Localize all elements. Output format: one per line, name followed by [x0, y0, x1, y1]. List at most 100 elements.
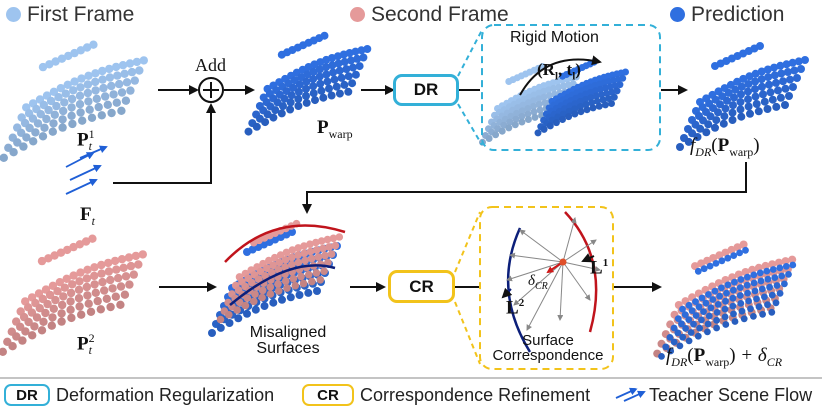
cloud-point: [258, 293, 266, 302]
cloud-point: [730, 310, 737, 318]
cloud-point: [294, 87, 303, 96]
cloud-point: [774, 86, 782, 95]
cloud-point: [53, 287, 62, 296]
cloud-point: [57, 309, 66, 318]
cloud-point: [294, 258, 303, 267]
cloud-point: [250, 297, 258, 306]
cloud-point: [57, 317, 66, 326]
cloud-point: [756, 269, 764, 277]
cloud-point: [260, 302, 269, 310]
cloud-point: [82, 274, 92, 283]
cloud-point: [283, 284, 291, 292]
cloud-point: [711, 287, 719, 295]
cloud-point: [51, 57, 60, 66]
cloud-point: [768, 291, 776, 299]
cloud-point: [313, 287, 321, 295]
cloud-point: [274, 287, 283, 295]
cloud-point: [744, 80, 753, 88]
cloud-point: [317, 86, 326, 95]
cloud-point: [700, 265, 708, 273]
cloud-point: [85, 105, 94, 114]
rigid-motion-label: Rigid Motion: [510, 29, 599, 46]
cloud-point: [718, 284, 725, 292]
cloud-point: [241, 301, 250, 310]
final-formula-label: fDR(Pwarp) + δCR: [666, 345, 783, 369]
cloud-point: [286, 105, 295, 114]
cloud-point: [57, 54, 67, 63]
cloud-point: [263, 110, 272, 119]
cloud-point: [782, 60, 791, 69]
legend-teacher-text: Teacher Scene Flow: [649, 385, 813, 405]
cloud-point: [763, 105, 772, 113]
cloud-point: [306, 240, 314, 248]
cloud-point: [45, 290, 55, 300]
l2-label: L2: [506, 297, 525, 319]
cloud-point: [716, 100, 724, 109]
cloud-point: [776, 290, 784, 297]
cloud-point: [114, 273, 123, 283]
cloud-point: [317, 237, 326, 245]
pt2-label: P2t: [77, 331, 95, 358]
cloud-point: [685, 316, 693, 323]
cloud-point: [335, 89, 344, 98]
cloud-point: [309, 89, 318, 98]
cloud-point: [756, 42, 764, 50]
cloud-point: [713, 324, 720, 332]
cloud-point: [266, 290, 275, 298]
cloud-point: [59, 106, 68, 116]
cloud-point: [135, 66, 144, 75]
cloud-point: [723, 289, 730, 297]
cloud-point: [745, 297, 752, 305]
cloud-point: [308, 277, 316, 286]
cloud-point: [66, 305, 75, 314]
cloud-point: [781, 84, 790, 93]
cloud-point: [571, 110, 579, 118]
cloud-point: [111, 62, 121, 72]
cloud-point: [319, 244, 327, 253]
cloud-point: [77, 74, 86, 83]
cloud-point: [729, 101, 737, 110]
cloud-point: [69, 271, 78, 280]
rigid-params-label: (Rl, tl): [537, 60, 581, 83]
cloud-point: [291, 281, 300, 290]
correspondence-ray: [509, 252, 564, 263]
cloud-point: [763, 267, 771, 275]
cloud-point: [687, 329, 695, 336]
cloud-point: [254, 275, 263, 283]
cloud-point: [29, 137, 38, 146]
cloud-point: [81, 237, 91, 246]
cloud-point: [98, 277, 107, 287]
cloud-point: [518, 113, 526, 120]
cloud-point: [327, 250, 336, 258]
cloud-point: [694, 267, 702, 275]
cloud-point: [112, 98, 122, 107]
cloud-point: [105, 64, 114, 74]
surface-correspondence-caption: Surface Correspondence: [492, 332, 604, 364]
cloud-point: [132, 57, 142, 67]
cloud-point: [103, 100, 113, 110]
cloud-point: [38, 132, 48, 141]
cloud-point: [35, 304, 44, 313]
cloud-point: [506, 118, 514, 126]
cloud-point: [769, 266, 777, 273]
cloud-point: [124, 253, 134, 262]
cloud-point: [745, 72, 754, 81]
cloud-point: [49, 304, 58, 313]
cloud-point: [327, 91, 336, 100]
cloud-point: [757, 75, 766, 84]
cloud-point: [739, 240, 748, 249]
cloud-point: [722, 321, 730, 328]
cloud-point: [674, 329, 682, 337]
cloud-point: [658, 353, 665, 360]
cloud-point: [287, 91, 296, 100]
warped-cloud: [244, 31, 372, 136]
cloud-point: [330, 75, 339, 84]
cloud-point: [744, 289, 751, 297]
cloud-point: [685, 337, 693, 345]
cloud-point: [541, 99, 549, 107]
cloud-point: [706, 112, 715, 121]
cloud-point: [329, 68, 338, 77]
cloud-point: [58, 115, 67, 124]
cloud-point: [63, 51, 73, 61]
cloud-point: [524, 116, 532, 123]
